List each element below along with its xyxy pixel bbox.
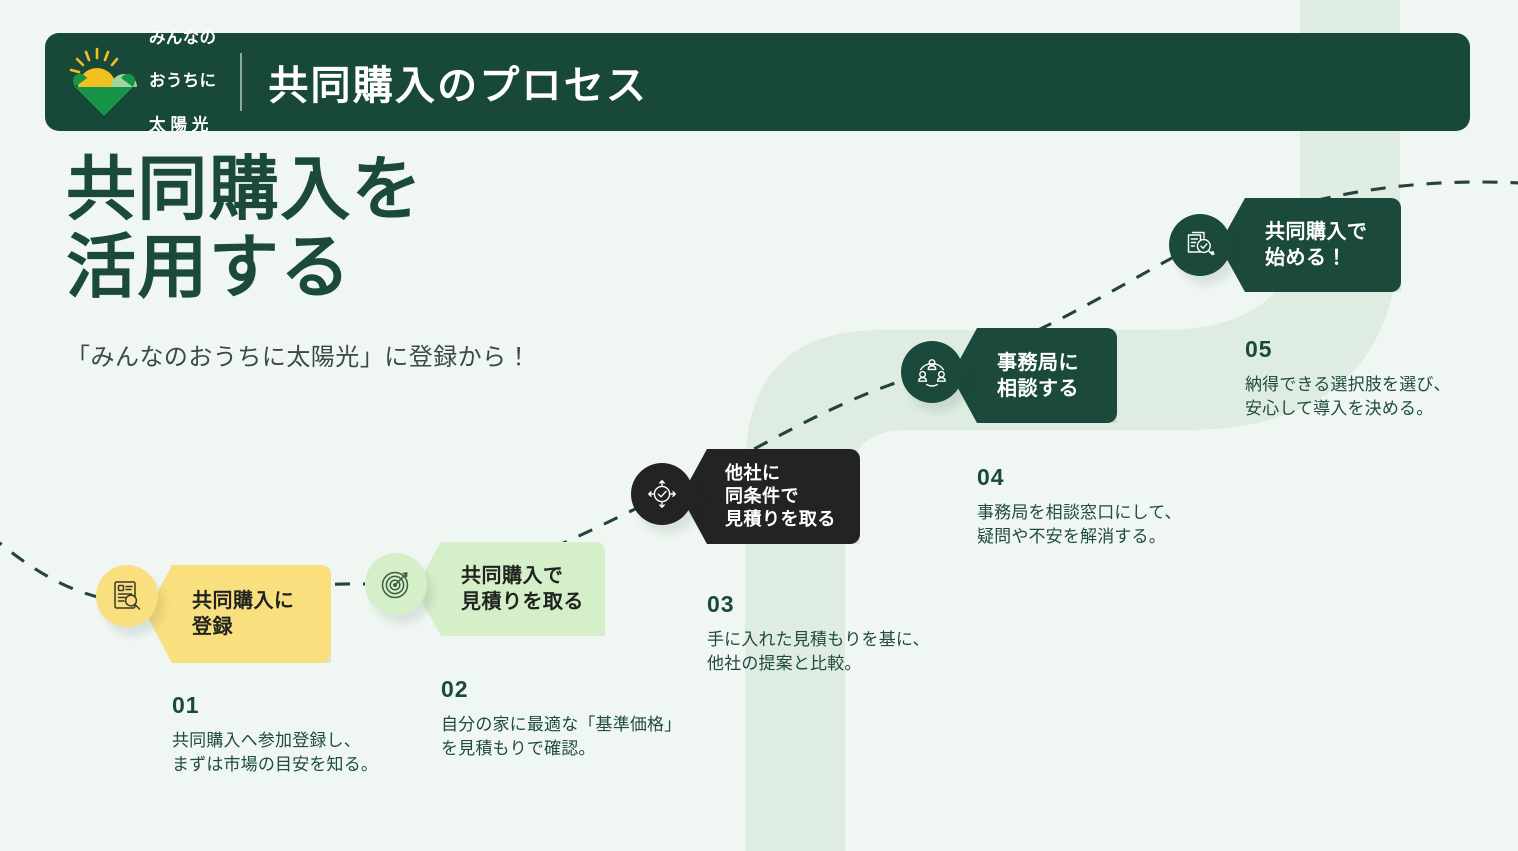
- step-01-description: 共同購入へ参加登録し、 まずは市場の目安を知る。: [172, 731, 379, 775]
- step-01-badge-label: 共同購入に 登録: [192, 590, 295, 638]
- step-04-badge[interactable]: 事務局に 相談する: [951, 328, 1117, 423]
- step-03-badge-label: 他社に 同条件で 見積りを取る: [725, 463, 836, 529]
- process-step-02[interactable]: 共同購入で 見積りを取る: [365, 542, 665, 653]
- header-title: 共同購入のプロセス: [268, 64, 649, 108]
- step-02-caption: 02 自分の家に最適な「基準価格」 を見積もりで確認。: [441, 676, 731, 761]
- step-04-node: 事務局に 相談する: [901, 328, 1201, 441]
- step-05-node: 共同購入で 始める！: [1169, 198, 1469, 314]
- step-05-description: 納得できる選択肢を選び、 安心して導入を決める。: [1245, 375, 1451, 419]
- step-05-icon-circle[interactable]: [1169, 214, 1231, 276]
- logo-text-line-1: みんなの: [149, 28, 217, 47]
- brand-logo: みんなの おうちに 太陽光: [67, 6, 216, 158]
- compare-target-check-icon: [648, 480, 676, 508]
- page-title: 共同購入を 活用する: [66, 150, 423, 307]
- step-05-number: 05: [1245, 336, 1273, 362]
- process-step-03[interactable]: 他社に 同条件で 見積りを取る: [631, 449, 931, 563]
- process-step-01[interactable]: 共同購入に 登録: [96, 565, 396, 665]
- step-04-icon-circle[interactable]: [901, 341, 963, 403]
- header-bar: みんなの おうちに 太陽光 共同購入のプロセス: [45, 29, 1470, 134]
- step-04-number: 04: [977, 464, 1005, 490]
- step-02-number: 02: [441, 676, 469, 702]
- header-divider: [240, 53, 243, 111]
- step-02-description: 自分の家に最適な「基準価格」 を見積もりで確認。: [441, 715, 682, 759]
- brand-logo-text: みんなの おうちに 太陽光: [149, 6, 216, 158]
- step-01-number: 01: [172, 692, 200, 718]
- step-01-badge[interactable]: 共同購入に 登録: [146, 565, 331, 663]
- step-04-badge-label: 事務局に 相談する: [997, 351, 1079, 400]
- step-03-caption: 03 手に入れた見積もりを基に、 他社の提案と比較。: [707, 591, 997, 676]
- step-03-badge[interactable]: 他社に 同条件で 見積りを取る: [681, 449, 860, 544]
- step-03-node: 他社に 同条件で 見積りを取る: [631, 449, 931, 563]
- logo-text-line-3: 太陽光: [149, 115, 214, 134]
- step-03-icon-circle[interactable]: [631, 463, 693, 525]
- step-04-caption: 04 事務局を相談窓口にして、 疑問や不安を解消する。: [977, 464, 1267, 549]
- hero-block: 共同購入を 活用する 「みんなのおうちに太陽光」に登録から！: [66, 150, 531, 372]
- step-02-icon-circle[interactable]: [365, 553, 427, 615]
- page-subtitle: 「みんなのおうちに太陽光」に登録から！: [66, 343, 532, 371]
- step-01-caption: 01 共同購入へ参加登録し、 まずは市場の目安を知る。: [172, 692, 432, 777]
- step-01-node: 共同購入に 登録: [96, 565, 396, 665]
- document-search-icon: [114, 581, 141, 610]
- step-05-badge-label: 共同購入で 始める！: [1265, 221, 1368, 269]
- step-02-badge-label: 共同購入で 見積りを取る: [461, 565, 584, 613]
- process-step-04[interactable]: 事務局に 相談する: [901, 328, 1201, 441]
- step-05-badge[interactable]: 共同購入で 始める！: [1219, 198, 1401, 292]
- step-02-node: 共同購入で 見積りを取る: [365, 542, 665, 653]
- step-05-caption: 05 納得できる選択肢を選び、 安心して導入を決める。: [1245, 336, 1518, 421]
- sun-heart-logo-icon: [69, 47, 137, 116]
- people-group-icon: [918, 359, 946, 387]
- step-01-icon-circle[interactable]: [96, 565, 158, 627]
- target-dart-icon: [381, 571, 409, 599]
- document-check-search-icon: [1187, 231, 1215, 256]
- step-03-description: 手に入れた見積もりを基に、 他社の提案と比較。: [707, 630, 930, 674]
- step-02-badge[interactable]: 共同購入で 見積りを取る: [415, 542, 605, 636]
- step-04-description: 事務局を相談窓口にして、 疑問や不安を解消する。: [977, 503, 1182, 547]
- step-03-number: 03: [707, 591, 735, 617]
- logo-text-line-2: おうちに: [149, 72, 217, 91]
- process-step-05[interactable]: 共同購入で 始める！: [1169, 198, 1469, 314]
